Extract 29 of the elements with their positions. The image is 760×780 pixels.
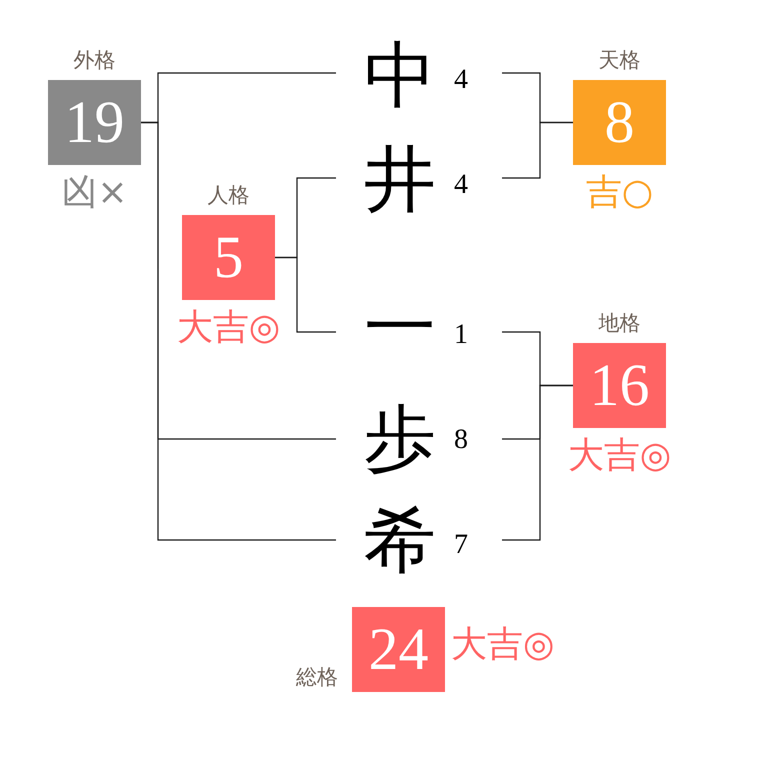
kanji-character: 一 <box>363 287 437 367</box>
score-box: 16 <box>573 343 666 428</box>
stroke-count: 4 <box>454 169 468 201</box>
fortune-rating: 吉○ <box>586 172 654 214</box>
kanji-character: 希 <box>363 500 437 580</box>
kanji-character: 歩 <box>363 398 437 478</box>
connector-line <box>141 122 336 541</box>
fortune-rating: 大吉◎ <box>451 624 554 666</box>
fortune-rating: 凶× <box>61 172 128 214</box>
category-label: 地格 <box>598 310 640 336</box>
fortune-rating: 大吉◎ <box>568 435 672 477</box>
connector-line <box>275 256 336 333</box>
stroke-count: 1 <box>454 319 468 351</box>
score-box: 19 <box>48 80 141 165</box>
stroke-count: 4 <box>454 64 468 96</box>
score-box: 8 <box>573 80 666 165</box>
score-box: 24 <box>352 607 445 692</box>
connector-line <box>502 384 573 541</box>
category-label: 人格 <box>208 182 250 208</box>
fortune-rating: 大吉◎ <box>176 307 280 349</box>
score-box: 5 <box>182 215 275 300</box>
category-label: 総格 <box>296 664 338 690</box>
category-label: 外格 <box>74 47 116 73</box>
stroke-count: 8 <box>454 424 468 456</box>
kanji-character: 井 <box>363 139 437 219</box>
connector-line <box>502 122 573 179</box>
kanji-character: 中 <box>363 35 437 115</box>
stroke-count: 7 <box>454 529 468 561</box>
category-label: 天格 <box>598 47 640 73</box>
